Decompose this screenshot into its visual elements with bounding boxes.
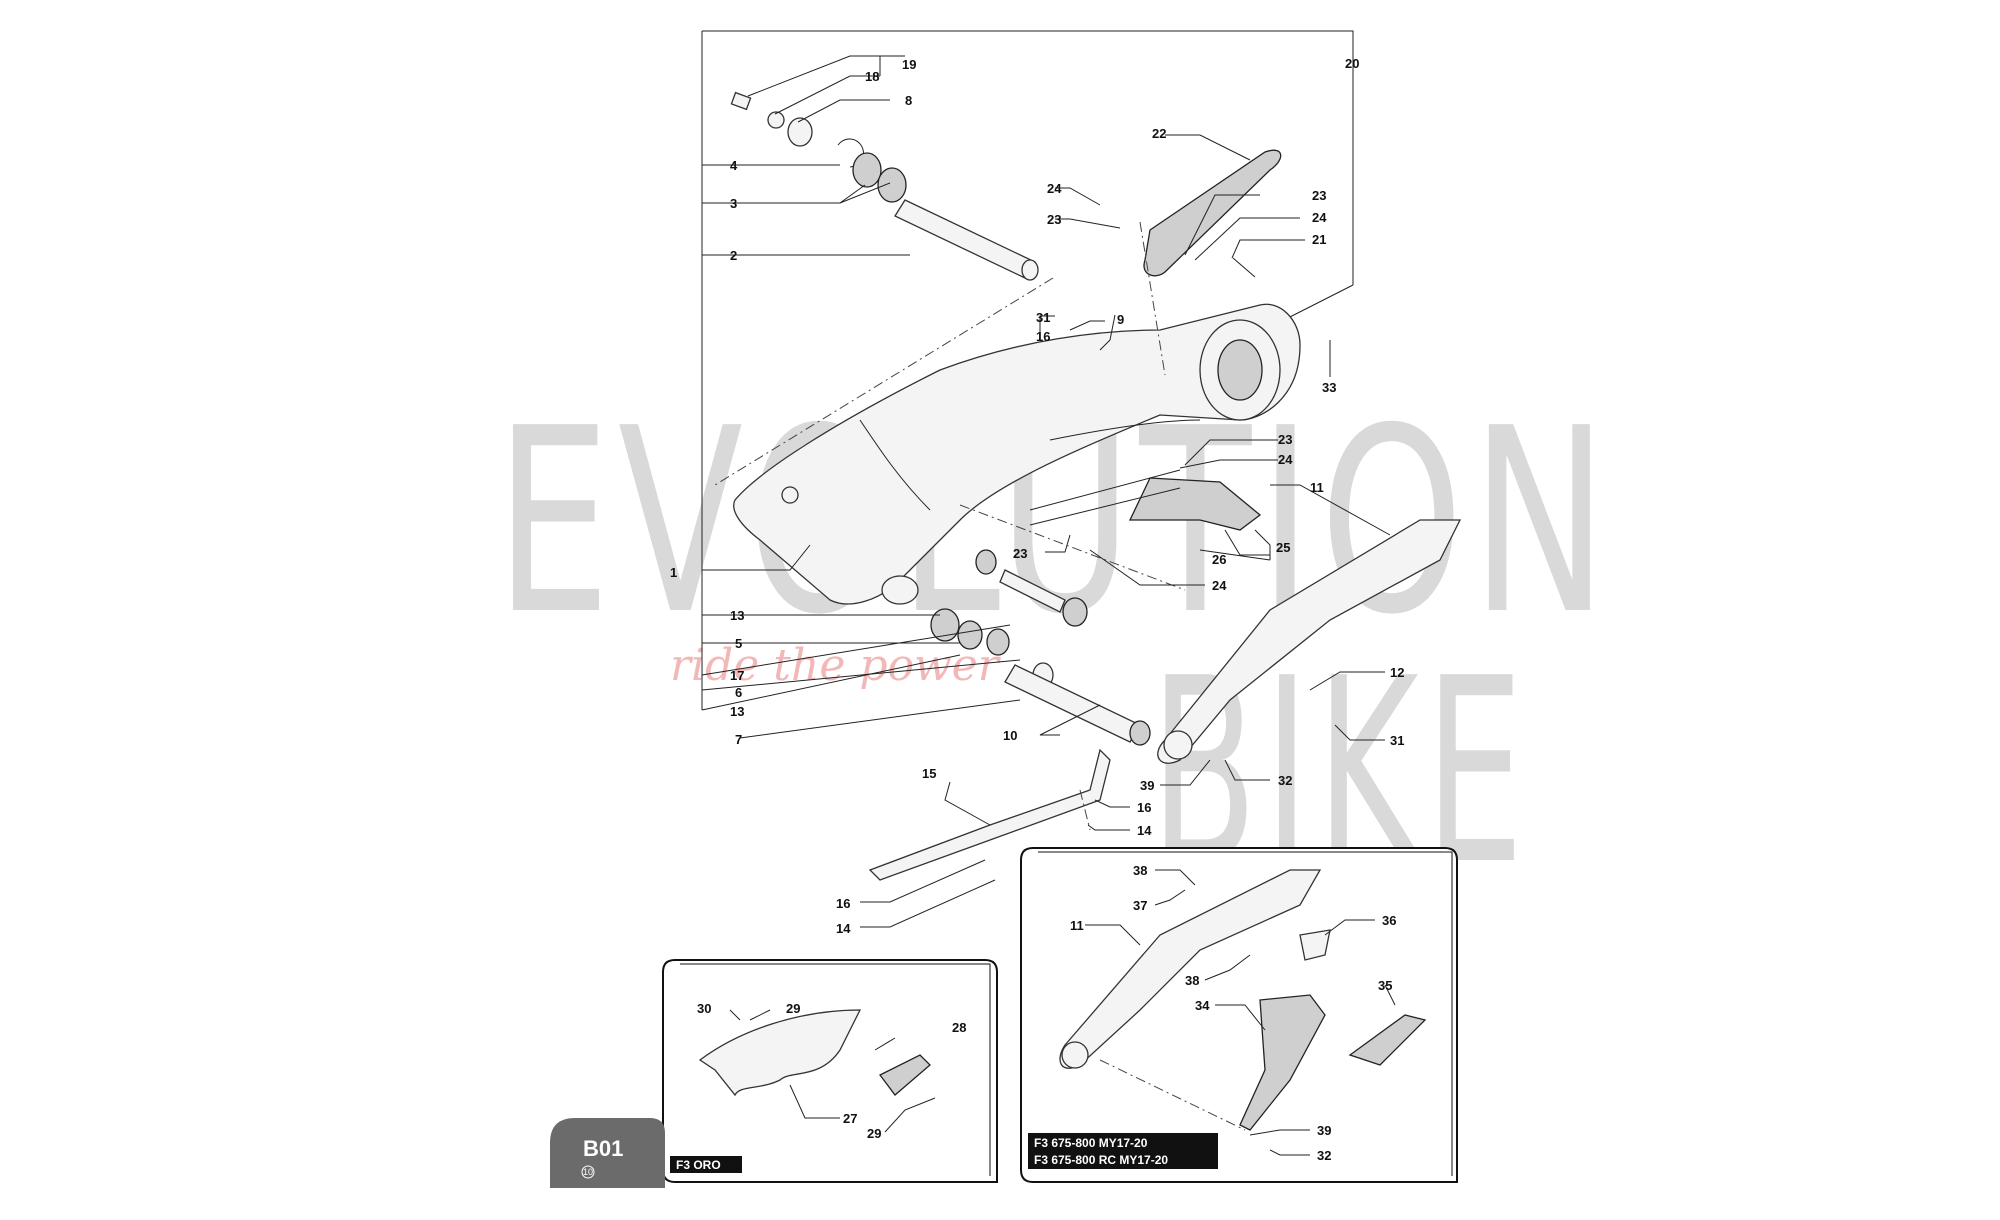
callout-16c: 16: [836, 896, 850, 911]
spindle-10: [930, 549, 1151, 746]
callout-23c: 23: [1278, 432, 1292, 447]
inset-left-tag: F3 ORO: [676, 1158, 721, 1172]
callout-2: 2: [730, 248, 737, 263]
callout-13a: 13: [730, 608, 744, 623]
callout-labels: 19 18 8 4 3 2 20 22 24 23 23 24 21 31 16…: [670, 56, 1404, 1163]
callout-7: 7: [735, 732, 742, 747]
callout-38a: 38: [1133, 863, 1147, 878]
callout-9: 9: [1117, 312, 1124, 327]
bracket-15: [868, 748, 1111, 881]
callout-33: 33: [1322, 380, 1336, 395]
callout-35: 35: [1378, 978, 1392, 993]
watermark-tagline: ride the power: [670, 640, 1002, 691]
callout-25: 25: [1276, 540, 1290, 555]
callout-21: 21: [1312, 232, 1326, 247]
chain-guard-11: [1157, 519, 1462, 764]
callout-26: 26: [1212, 552, 1226, 567]
callout-29b: 29: [867, 1126, 881, 1141]
inset-f3-oro: F3 ORO: [662, 959, 998, 1183]
callout-22: 22: [1152, 126, 1166, 141]
callout-15: 15: [922, 766, 936, 781]
callout-19: 19: [902, 57, 916, 72]
callout-23a: 23: [1047, 212, 1061, 227]
callout-24c: 24: [1278, 452, 1293, 467]
callout-34: 34: [1195, 998, 1210, 1013]
callout-18: 18: [865, 69, 879, 84]
callout-11b: 11: [1070, 918, 1084, 933]
callout-10: 10: [1003, 728, 1017, 743]
callout-17: 17: [730, 668, 744, 683]
callout-39a: 39: [1140, 778, 1154, 793]
callout-30: 30: [697, 1001, 711, 1016]
callout-12: 12: [1390, 665, 1404, 680]
callout-27: 27: [843, 1111, 857, 1126]
callout-23d: 23: [1013, 546, 1027, 561]
callout-6: 6: [735, 685, 742, 700]
swing-arm: [733, 303, 1301, 605]
inset-right-tag-2: F3 675-800 RC MY17-20: [1034, 1153, 1168, 1167]
callout-5: 5: [735, 636, 742, 651]
callout-32a: 32: [1278, 773, 1292, 788]
page-code-badge: B01 10: [550, 1118, 665, 1188]
inset-f3-675-800: F3 675-800 MY17-20 F3 675-800 RC MY17-20: [1020, 847, 1458, 1183]
callout-32b: 32: [1317, 1148, 1331, 1163]
callout-16b: 16: [1137, 800, 1151, 815]
callout-24d: 24: [1212, 578, 1227, 593]
inset-right-tag-1: F3 675-800 MY17-20: [1034, 1136, 1148, 1150]
callout-13b: 13: [730, 704, 744, 719]
callout-11: 11: [1310, 480, 1324, 495]
callout-31b: 31: [1390, 733, 1404, 748]
callout-16a: 16: [1036, 329, 1050, 344]
callout-8: 8: [905, 93, 912, 108]
callout-4: 4: [730, 158, 738, 173]
pivot-parts: [730, 91, 1039, 281]
callout-37: 37: [1133, 898, 1147, 913]
callout-36: 36: [1382, 913, 1396, 928]
callout-23b: 23: [1312, 188, 1326, 203]
callout-38b: 38: [1185, 973, 1199, 988]
main-bracket-lines: [701, 30, 1354, 710]
callout-20: 20: [1345, 56, 1359, 71]
callout-29a: 29: [786, 1001, 800, 1016]
callout-28: 28: [952, 1020, 966, 1035]
callout-3: 3: [730, 196, 737, 211]
callout-39b: 39: [1317, 1123, 1331, 1138]
page-code: B01: [583, 1136, 623, 1161]
chain-guard-22: [1143, 149, 1282, 277]
guard-25: [1029, 469, 1262, 531]
callout-31a: 31: [1036, 310, 1050, 325]
page-code-sub: 10: [583, 1167, 593, 1177]
assembly-axis-lines: [714, 221, 1241, 941]
callout-24b: 24: [1312, 210, 1327, 225]
callout-1: 1: [670, 565, 677, 580]
leader-lines: [701, 55, 1391, 928]
callout-24a: 24: [1047, 181, 1062, 196]
callout-14a: 14: [1137, 823, 1152, 838]
callout-14b: 14: [836, 921, 851, 936]
